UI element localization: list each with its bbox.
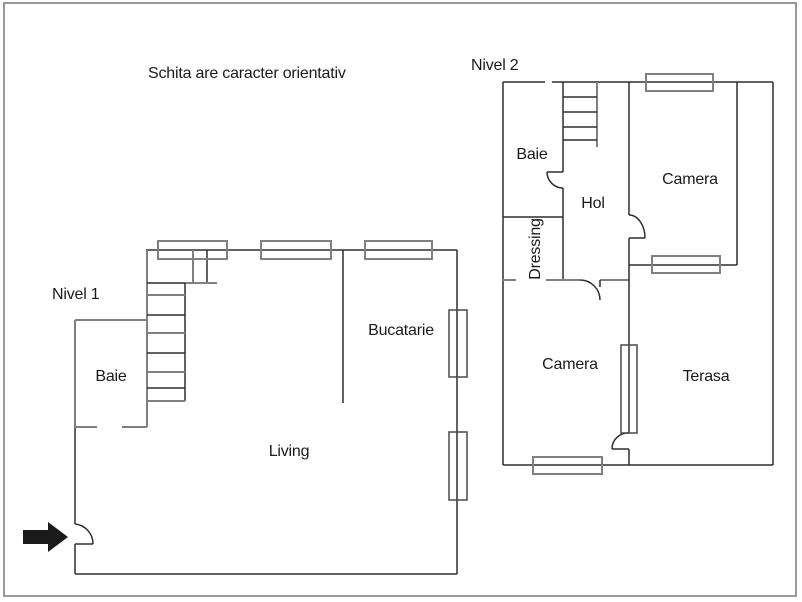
level1-outer-walls xyxy=(74,249,458,575)
level1-stairs xyxy=(147,250,217,402)
level1-label: Nivel 1 xyxy=(52,286,100,303)
level2-room-baie-label: Baie xyxy=(516,146,548,163)
hol-camera-door-arc xyxy=(628,214,646,239)
level1-room-living-label: Living xyxy=(268,443,310,460)
disclaimer-title: Schita are caracter orientativ xyxy=(148,65,346,82)
entrance-door-arc xyxy=(74,523,94,545)
baie-door-arc xyxy=(546,171,564,189)
camera-terasa-door-arc xyxy=(611,432,630,450)
level2-baie-door xyxy=(546,171,564,189)
level1-room-bucatarie-label: Bucatarie xyxy=(368,322,434,339)
level2-floorplan xyxy=(502,73,774,475)
level1-floorplan xyxy=(23,240,468,575)
level2-room-camera-top-label: Camera xyxy=(662,171,718,188)
level2-room-dressing-label: Dressing xyxy=(527,218,544,280)
level2-room-hol-label: Hol xyxy=(581,195,605,212)
level2-room-terasa-label: Terasa xyxy=(682,368,730,385)
level1-right-windows xyxy=(448,309,468,501)
level2-hol-wall xyxy=(611,82,646,465)
level2-label: Nivel 2 xyxy=(471,57,519,74)
hol-bottom-door-arc xyxy=(579,279,601,301)
level1-room-baie-label: Baie xyxy=(95,368,127,385)
level1-entrance-door xyxy=(74,523,94,545)
level1-baie-walls xyxy=(74,250,148,428)
level2-room-camera-bottom-label: Camera xyxy=(542,356,598,373)
page-border xyxy=(3,2,797,597)
level2-terasa-window xyxy=(620,344,638,434)
level1-windows xyxy=(157,240,433,260)
level2-stairs xyxy=(563,82,598,147)
level2-windows xyxy=(532,73,721,475)
level2-hol-bottom-door xyxy=(579,279,601,301)
level2-outer-walls xyxy=(502,81,774,466)
entrance-arrow-icon xyxy=(23,522,68,552)
